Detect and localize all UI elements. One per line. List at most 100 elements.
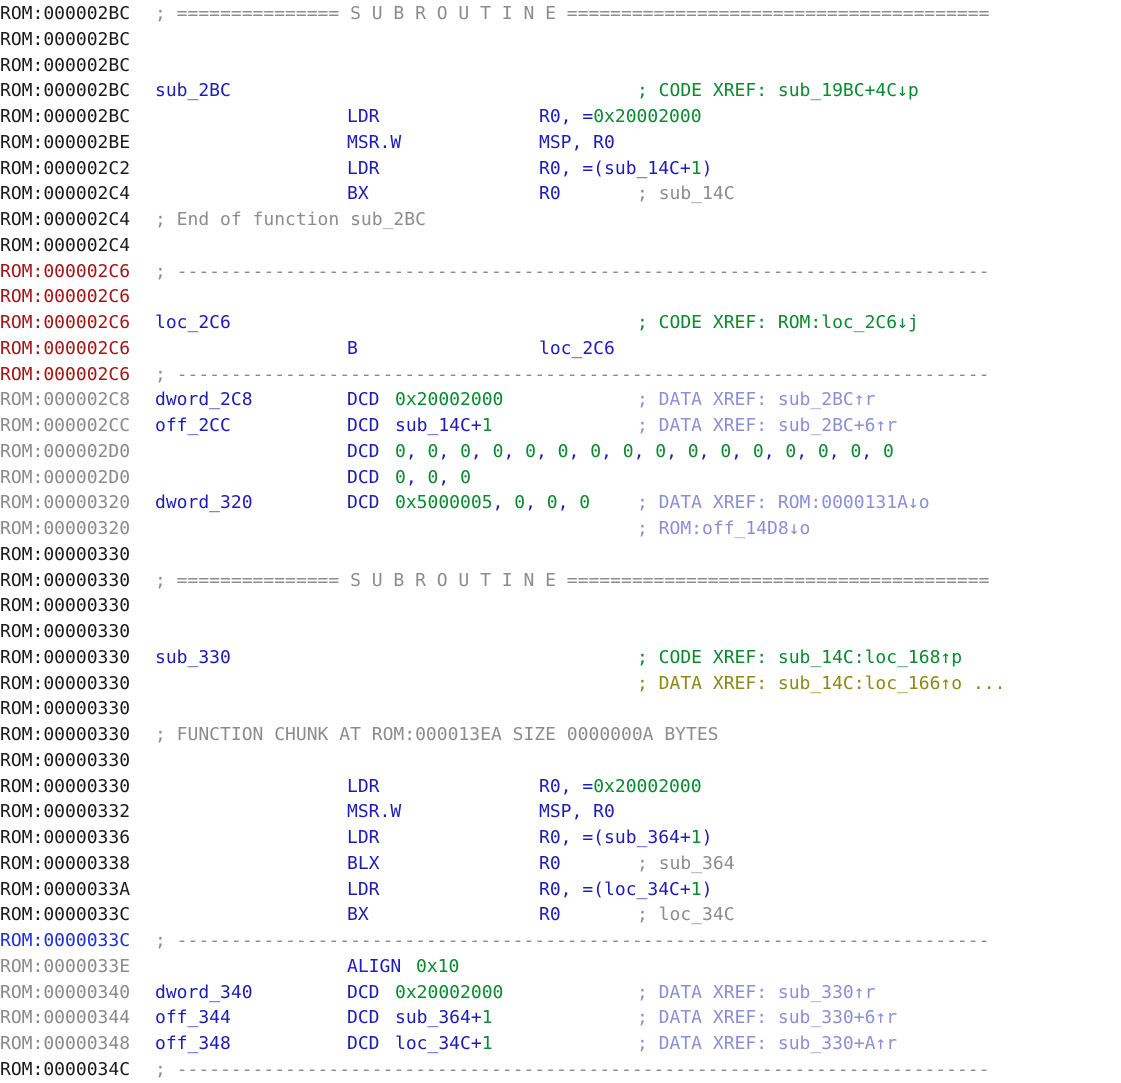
symbol-label[interactable]: sub_2BC	[155, 80, 231, 102]
mnemonic[interactable]: DCD	[347, 1033, 380, 1054]
address[interactable]: ROM:00000348	[0, 1033, 131, 1054]
listing-line[interactable]: ROM:000002D0 DCD 0, 0, 0, 0, 0, 0, 0, 0, 0…	[0, 439, 1121, 465]
mnemonic[interactable]: BX	[347, 904, 369, 926]
listing-line[interactable]: ROM:00000330	[0, 619, 1121, 645]
listing-line[interactable]: ROM:00000330; DATA XREF: sub_14C:loc_166…	[0, 671, 1121, 697]
mnemonic[interactable]: DCD	[347, 440, 380, 462]
operands[interactable]: R0, =(sub_14C+1)	[539, 156, 712, 182]
mnemonic[interactable]: DCD	[347, 981, 380, 1003]
operands[interactable]: 0, 0, 0	[395, 465, 471, 491]
address[interactable]: ROM:00000320	[0, 518, 131, 539]
address[interactable]: ROM:00000330	[0, 543, 131, 565]
address[interactable]: ROM:000002C4	[0, 234, 131, 256]
listing-line[interactable]: ROM:00000330; =============== S U B R O …	[0, 568, 1121, 594]
mnemonic[interactable]: BLX	[347, 852, 380, 874]
mnemonic[interactable]: ALIGN	[347, 955, 402, 977]
operands[interactable]: R0, =0x20002000	[539, 774, 702, 800]
mnemonic[interactable]: LDR	[347, 878, 380, 900]
operands[interactable]: R0	[539, 181, 561, 207]
listing-line[interactable]: ROM:00000330	[0, 593, 1121, 619]
mnemonic[interactable]: LDR	[347, 775, 380, 797]
listing-line[interactable]: ROM:0000034C; --------------------------…	[0, 1057, 1121, 1083]
mnemonic[interactable]: DCD	[347, 492, 380, 514]
symbol-label[interactable]: sub_330	[155, 646, 231, 668]
mnemonic[interactable]: BX	[347, 183, 369, 205]
mnemonic[interactable]: LDR	[347, 827, 380, 848]
operands[interactable]: R0	[539, 902, 561, 928]
operands[interactable]: loc_2C6	[539, 336, 615, 362]
address[interactable]: ROM:00000330	[0, 646, 131, 668]
address[interactable]: ROM:000002BC	[0, 54, 131, 76]
listing-line[interactable]: ROM:000002C6; --------------------------…	[0, 362, 1121, 388]
address[interactable]: ROM:00000340	[0, 981, 131, 1003]
address[interactable]: ROM:00000338	[0, 852, 131, 874]
address[interactable]: ROM:00000330	[0, 672, 131, 694]
operands[interactable]: sub_364+1	[395, 1005, 493, 1031]
listing-line[interactable]: ROM:000002C4; End of function sub_2BC	[0, 207, 1121, 233]
symbol-label[interactable]: dword_340	[155, 981, 253, 1003]
listing-line[interactable]: ROM:00000330; FUNCTION CHUNK AT ROM:0000…	[0, 722, 1121, 748]
operands[interactable]: 0x20002000	[395, 980, 503, 1006]
listing-line[interactable]: ROM:0000033C; --------------------------…	[0, 928, 1121, 954]
address[interactable]: ROM:00000332	[0, 801, 131, 823]
address[interactable]: ROM:000002BC	[0, 28, 131, 50]
operands[interactable]: 0x10	[416, 954, 459, 980]
address[interactable]: ROM:0000033E	[0, 955, 131, 977]
address[interactable]: ROM:000002BC	[0, 106, 131, 127]
operands[interactable]: MSP, R0	[539, 130, 615, 156]
listing-line[interactable]: ROM:000002BC; =============== S U B R O …	[0, 1, 1121, 27]
address[interactable]: ROM:00000336	[0, 827, 131, 848]
listing-line[interactable]: ROM:00000330	[0, 748, 1121, 774]
operands[interactable]: 0, 0, 0, 0, 0, 0, 0, 0, 0, 0, 0, 0, 0, 0…	[395, 439, 894, 465]
address[interactable]: ROM:00000330	[0, 569, 131, 591]
symbol-label[interactable]: off_348	[155, 1033, 231, 1054]
address[interactable]: ROM:00000330	[0, 749, 131, 771]
address[interactable]: ROM:000002BE	[0, 131, 131, 153]
address[interactable]: ROM:000002BC	[0, 80, 131, 102]
symbol-label[interactable]: off_2CC	[155, 415, 231, 436]
address[interactable]: ROM:00000320	[0, 492, 131, 514]
address[interactable]: ROM:000002D0	[0, 466, 131, 488]
operands[interactable]: R0	[539, 851, 561, 877]
listing-line[interactable]: ROM:00000320; ROM:off_14D8↓o	[0, 516, 1121, 542]
mnemonic[interactable]: MSR.W	[347, 801, 402, 823]
mnemonic[interactable]: B	[347, 337, 358, 359]
address[interactable]: ROM:000002D0	[0, 440, 131, 462]
address[interactable]: ROM:000002C6	[0, 312, 131, 333]
address[interactable]: ROM:000002C6	[0, 286, 131, 308]
address[interactable]: ROM:000002C4	[0, 183, 131, 205]
address[interactable]: ROM:0000034C	[0, 1058, 131, 1080]
address[interactable]: ROM:000002BC	[0, 3, 131, 24]
address[interactable]: ROM:0000033C	[0, 930, 131, 951]
listing-line[interactable]: ROM:0000033E ALIGN 0x10	[0, 954, 1121, 980]
address[interactable]: ROM:000002C6	[0, 337, 131, 359]
operands[interactable]: R0, =(loc_34C+1)	[539, 877, 712, 903]
mnemonic[interactable]: LDR	[347, 157, 380, 179]
operands[interactable]: 0x5000005, 0, 0, 0	[395, 490, 590, 516]
address[interactable]: ROM:00000330	[0, 595, 131, 617]
mnemonic[interactable]: DCD	[347, 389, 380, 411]
operands[interactable]: sub_14C+1	[395, 413, 493, 439]
address[interactable]: ROM:000002C4	[0, 209, 131, 230]
listing-line[interactable]: ROM:000002D0 DCD 0, 0, 0	[0, 465, 1121, 491]
listing-line[interactable]: ROM:000002C6; --------------------------…	[0, 259, 1121, 285]
address[interactable]: ROM:000002C8	[0, 389, 131, 411]
address[interactable]: ROM:00000344	[0, 1007, 131, 1029]
listing-line[interactable]: ROM:000002C4	[0, 233, 1121, 259]
mnemonic[interactable]: DCD	[347, 466, 380, 488]
listing-line[interactable]: ROM:000002BC	[0, 27, 1121, 53]
